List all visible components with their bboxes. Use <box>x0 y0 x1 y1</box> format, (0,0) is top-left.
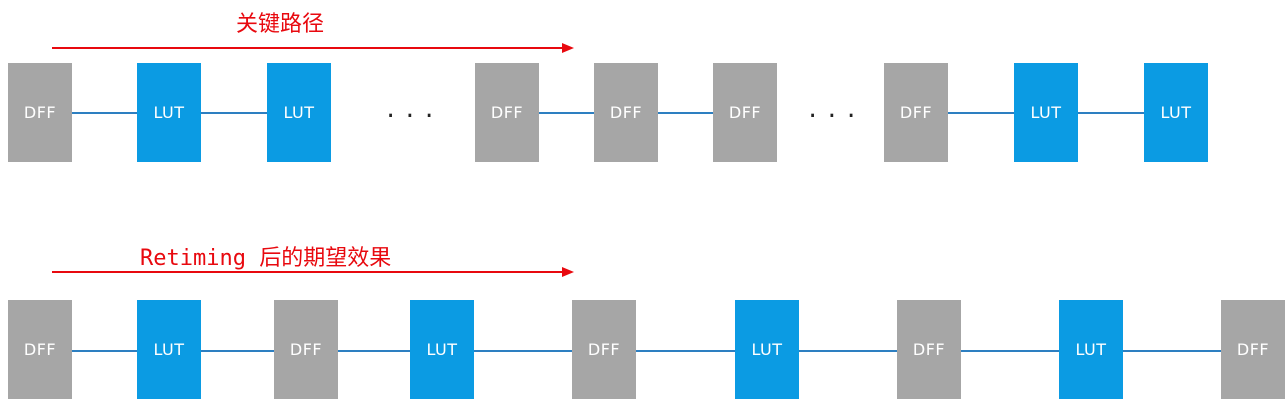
top-block-dff-5: DFF <box>475 63 539 162</box>
bottom-block-lut-8: LUT <box>1059 300 1123 399</box>
top-wire <box>1078 112 1144 114</box>
bottom-block-dff-9: DFF <box>1221 300 1285 399</box>
bottom-wire <box>799 350 897 352</box>
bottom-block-lut-4: LUT <box>410 300 474 399</box>
top-block-lut-3: LUT <box>267 63 331 162</box>
bottom-block-lut-2: LUT <box>137 300 201 399</box>
top-block-lut-10: LUT <box>1014 63 1078 162</box>
bottom-wire <box>338 350 410 352</box>
bottom-block-lut-6: LUT <box>735 300 799 399</box>
top-wire <box>658 112 713 114</box>
top-block-dff-7: DFF <box>713 63 777 162</box>
top-title: 关键路径 <box>236 12 325 37</box>
bottom-wire <box>201 350 274 352</box>
bottom-wire <box>72 350 137 352</box>
top-block-lut-11: LUT <box>1144 63 1208 162</box>
bottom-wire <box>474 350 572 352</box>
top-block-dff-9: DFF <box>884 63 948 162</box>
bottom-block-dff-1: DFF <box>8 300 72 399</box>
bottom-title: Retiming 后的期望效果 <box>140 246 392 271</box>
top-block-lut-2: LUT <box>137 63 201 162</box>
top-ellipsis-2: ... <box>806 98 864 123</box>
top-block-dff-6: DFF <box>594 63 658 162</box>
bottom-wire <box>1123 350 1221 352</box>
top-wire <box>201 112 267 114</box>
top-block-dff-1: DFF <box>8 63 72 162</box>
bottom-block-dff-5: DFF <box>572 300 636 399</box>
bottom-wire <box>961 350 1059 352</box>
bottom-wire <box>636 350 735 352</box>
top-ellipsis-1: ... <box>384 98 442 123</box>
bottom-block-dff-7: DFF <box>897 300 961 399</box>
top-wire <box>948 112 1014 114</box>
bottom-block-dff-3: DFF <box>274 300 338 399</box>
top-wire <box>72 112 137 114</box>
top-wire <box>539 112 594 114</box>
